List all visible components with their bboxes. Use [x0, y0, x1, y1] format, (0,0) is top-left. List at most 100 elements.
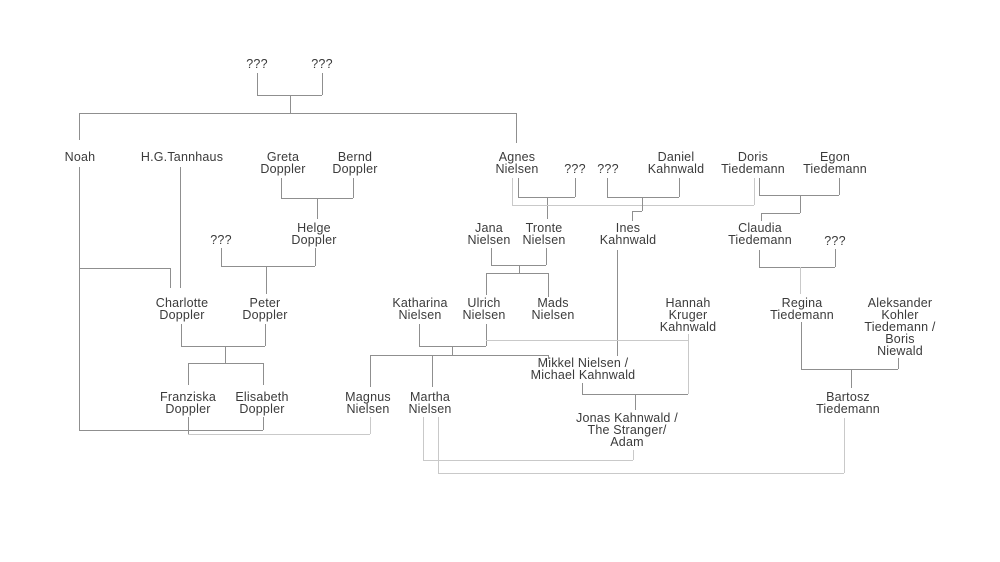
- tree-edge: [800, 267, 801, 294]
- tree-edge: [266, 266, 267, 294]
- tree-edge: [188, 434, 370, 435]
- tree-edge: [322, 73, 323, 95]
- person-noah: Noah: [64, 150, 96, 164]
- tree-edge: [679, 178, 680, 197]
- tree-edge: [512, 205, 754, 206]
- tree-edge: [575, 178, 576, 197]
- tree-edge: [79, 167, 80, 430]
- person-jonas-kahnwald-stranger-adam: Jonas Kahnwald /The Stranger/Adam: [576, 411, 678, 449]
- tree-edge: [419, 324, 420, 346]
- tree-edge: [315, 248, 316, 266]
- tree-edge: [800, 195, 801, 213]
- person-unknown-helge-partner: ???: [210, 233, 232, 247]
- tree-edge: [170, 268, 171, 288]
- tree-edge: [370, 355, 371, 387]
- tree-edge: [839, 178, 840, 195]
- person-unknown-agnes-partner: ???: [564, 162, 586, 176]
- tree-edge: [353, 178, 354, 198]
- tree-edge: [263, 417, 264, 430]
- tree-edge: [188, 363, 189, 385]
- tree-edge: [754, 178, 755, 205]
- tree-edge: [835, 249, 836, 267]
- tree-edge: [607, 197, 679, 198]
- tree-edge: [548, 355, 549, 359]
- tree-edge: [761, 213, 800, 214]
- person-unknown-top-left: ???: [246, 57, 268, 71]
- tree-edge: [452, 346, 453, 355]
- tree-edge: [79, 268, 170, 269]
- tree-edge: [582, 383, 583, 394]
- tree-edge: [257, 95, 322, 96]
- tree-edge: [221, 248, 222, 266]
- tree-edge: [79, 430, 263, 431]
- tree-edge: [225, 346, 226, 363]
- tree-edge: [632, 211, 633, 221]
- tree-edge: [761, 213, 762, 221]
- tree-edge: [486, 324, 487, 346]
- tree-edge: [633, 450, 634, 460]
- tree-edge: [486, 273, 548, 274]
- tree-edge: [518, 178, 519, 197]
- tree-edge: [370, 355, 548, 356]
- person-hg-tannhaus: H.G.Tannhaus: [140, 150, 224, 164]
- person-unknown-claudia-partner: ???: [824, 234, 846, 248]
- tree-edge: [516, 113, 517, 143]
- tree-edge: [181, 324, 182, 346]
- tree-edge: [181, 346, 265, 347]
- tree-edge: [317, 198, 318, 219]
- tree-edge: [491, 265, 546, 266]
- tree-edge: [617, 250, 618, 356]
- tree-edge: [370, 417, 371, 434]
- tree-edge: [265, 324, 266, 346]
- tree-edge: [759, 178, 760, 195]
- tree-edge: [281, 178, 282, 198]
- tree-edge: [180, 167, 181, 288]
- person-unknown-daniel-partner: ???: [597, 162, 619, 176]
- tree-edge: [759, 195, 839, 196]
- tree-edge: [79, 113, 516, 114]
- tree-edge: [423, 417, 424, 460]
- tree-edge: [642, 197, 643, 211]
- tree-edge: [438, 417, 439, 473]
- tree-edge: [257, 73, 258, 95]
- tree-edge: [486, 340, 688, 341]
- tree-edge: [688, 334, 689, 394]
- tree-edge: [546, 248, 547, 265]
- tree-edge: [632, 211, 642, 212]
- tree-edge: [188, 417, 189, 434]
- tree-edge: [221, 266, 315, 267]
- tree-edge: [263, 363, 264, 385]
- tree-edge: [519, 265, 520, 273]
- tree-edge: [548, 273, 549, 297]
- tree-edge: [801, 369, 898, 370]
- tree-edge: [518, 197, 575, 198]
- tree-edge: [801, 322, 802, 369]
- tree-edge: [844, 418, 845, 473]
- tree-edge: [79, 113, 80, 140]
- tree-edge: [423, 460, 633, 461]
- person-mikkel-nielsen-michael-kahnwald: Mikkel Nielsen /Michael Kahnwald: [530, 356, 636, 382]
- tree-edge: [635, 394, 636, 410]
- tree-edge: [898, 358, 899, 369]
